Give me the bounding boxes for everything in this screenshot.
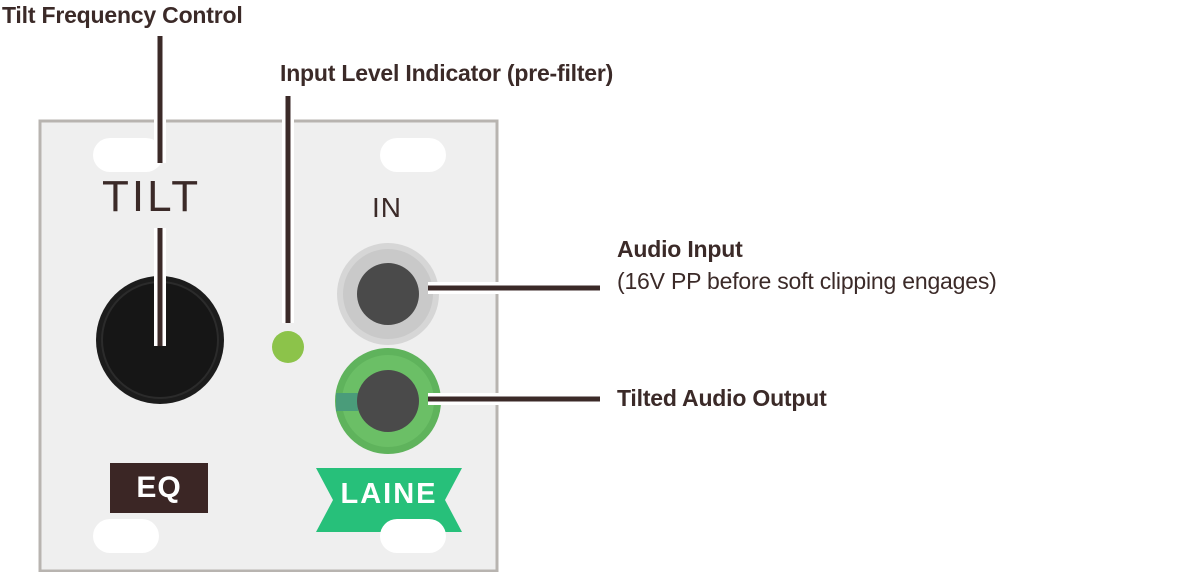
- led-indicator-icon: [272, 331, 304, 363]
- leader-lines: [154, 36, 600, 405]
- mounting-hole-bottom-right: [380, 519, 446, 553]
- brand-ribbon: [316, 468, 462, 532]
- eq-badge: EQ: [110, 463, 208, 513]
- tilt-panel-label: TILT: [102, 172, 202, 221]
- mounting-hole-bottom-left: [93, 519, 159, 553]
- callout-input-level: Input Level Indicator (pre-filter): [280, 60, 614, 86]
- callout-tilt-frequency: Tilt Frequency Control: [2, 2, 243, 28]
- input-jack-icon[interactable]: [337, 243, 439, 345]
- output-jack-icon[interactable]: [335, 348, 441, 454]
- mounting-hole-top-left: [93, 138, 163, 172]
- callout-audio-input: Audio Input (16V PP before soft clipping…: [617, 236, 997, 295]
- in-panel-label: IN: [372, 192, 402, 223]
- callout-audio-input-title: Audio Input: [617, 236, 743, 262]
- callout-tilted-output: Tilted Audio Output: [617, 385, 827, 411]
- callout-audio-input-subtitle: (16V PP before soft clipping engages): [617, 268, 997, 295]
- brand-logo: LAINE: [340, 478, 438, 510]
- mounting-hole-top-right: [380, 138, 446, 172]
